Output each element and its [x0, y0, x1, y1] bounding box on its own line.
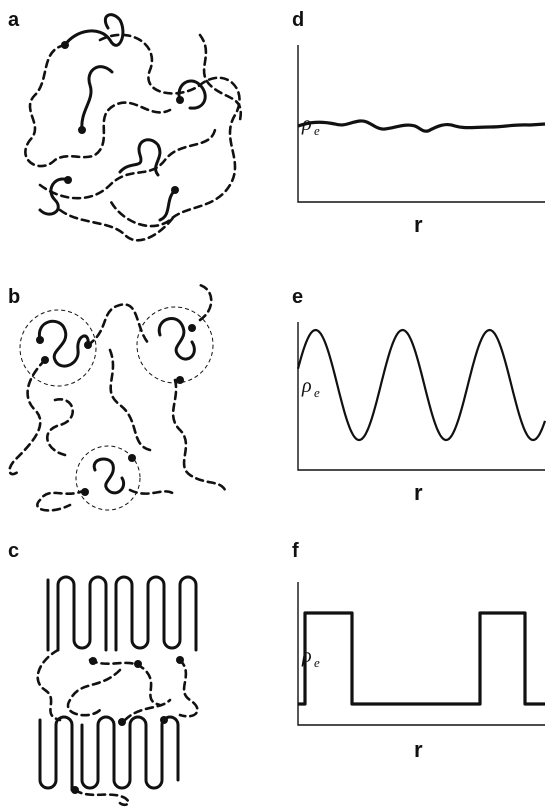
- panel-d-xlabel: r: [414, 212, 423, 237]
- panel-f-letter: f: [292, 540, 299, 562]
- panel-e-ylabel: ρ: [301, 375, 312, 397]
- panel-b-letter: b: [8, 286, 20, 308]
- panel-a-amorphous-chains: [24, 13, 243, 242]
- panel-b-micellar-chains: [8, 283, 227, 512]
- panel-e-density-curve: [296, 328, 547, 442]
- panel-a-letter: a: [8, 9, 20, 31]
- panel-d-letter: d: [292, 9, 304, 31]
- panel-d-plot: ρ e r: [297, 45, 546, 237]
- panel-e-ylabel-sub: e: [314, 385, 320, 400]
- panel-f-density-curve: [298, 611, 545, 706]
- panel-d-density-curve: [297, 119, 546, 133]
- panel-c-lamellar-chains: [36, 575, 199, 807]
- panel-c-letter: c: [8, 540, 19, 562]
- panel-f-ylabel-sub: e: [314, 655, 320, 670]
- panel-f-plot: ρ e r: [297, 582, 545, 762]
- panel-e-letter: e: [292, 286, 303, 308]
- panel-f-xlabel: r: [414, 737, 423, 762]
- panel-e-plot: ρ e r: [296, 322, 547, 505]
- panel-e-xlabel: r: [414, 480, 423, 505]
- panel-e-axes: [297, 322, 545, 471]
- panel-f-axes: [297, 582, 545, 726]
- panel-d-ylabel-sub: e: [314, 123, 320, 138]
- panel-d-axes: [297, 45, 545, 203]
